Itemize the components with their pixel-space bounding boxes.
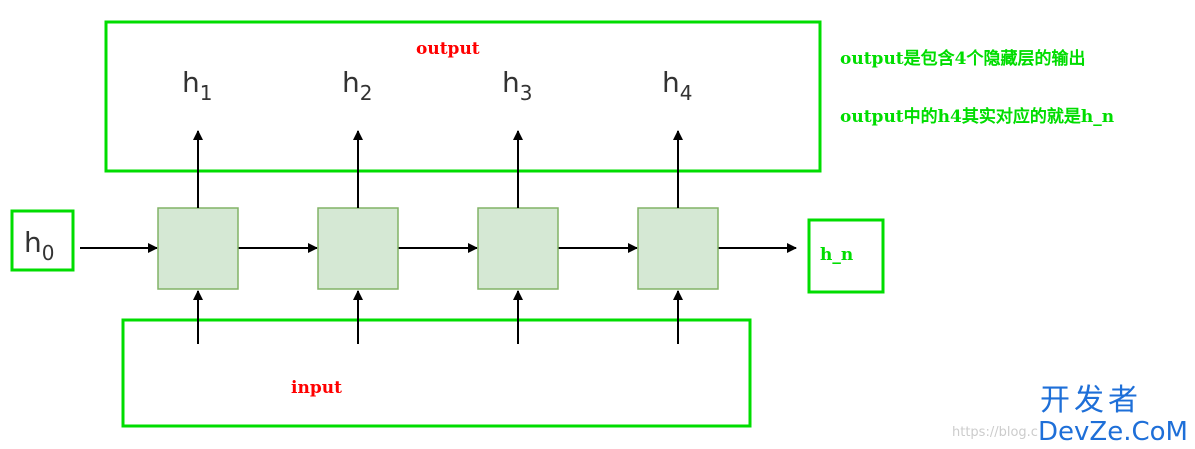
input-box — [121, 318, 752, 428]
hidden-state-label-3: h3 — [502, 66, 532, 105]
rnn-cell-2 — [317, 207, 399, 290]
h0-box — [10, 209, 75, 272]
note-line-2: output中的h4其实对应的就是h_n — [840, 106, 1114, 127]
watermark-cn: 开发者 — [1040, 383, 1142, 418]
h0-label: h0 — [24, 226, 54, 265]
watermark-en: DevZe.CoM — [1038, 417, 1188, 447]
rnn-cell-4 — [637, 207, 719, 290]
hn-label: h_n — [820, 245, 853, 265]
output-box — [104, 20, 822, 173]
note-line-1: output是包含4个隐藏层的输出 — [840, 48, 1085, 69]
hidden-state-label-2: h2 — [342, 66, 372, 105]
rnn-cell-1 — [157, 207, 239, 290]
watermark-url: https://blog.c — [952, 425, 1038, 440]
hn-box — [807, 218, 885, 294]
input-label: input — [291, 378, 342, 398]
output-label: output — [416, 39, 480, 59]
rnn-cell-3 — [477, 207, 559, 290]
hidden-state-label-1: h1 — [182, 66, 212, 105]
hidden-state-label-4: h4 — [662, 66, 692, 105]
